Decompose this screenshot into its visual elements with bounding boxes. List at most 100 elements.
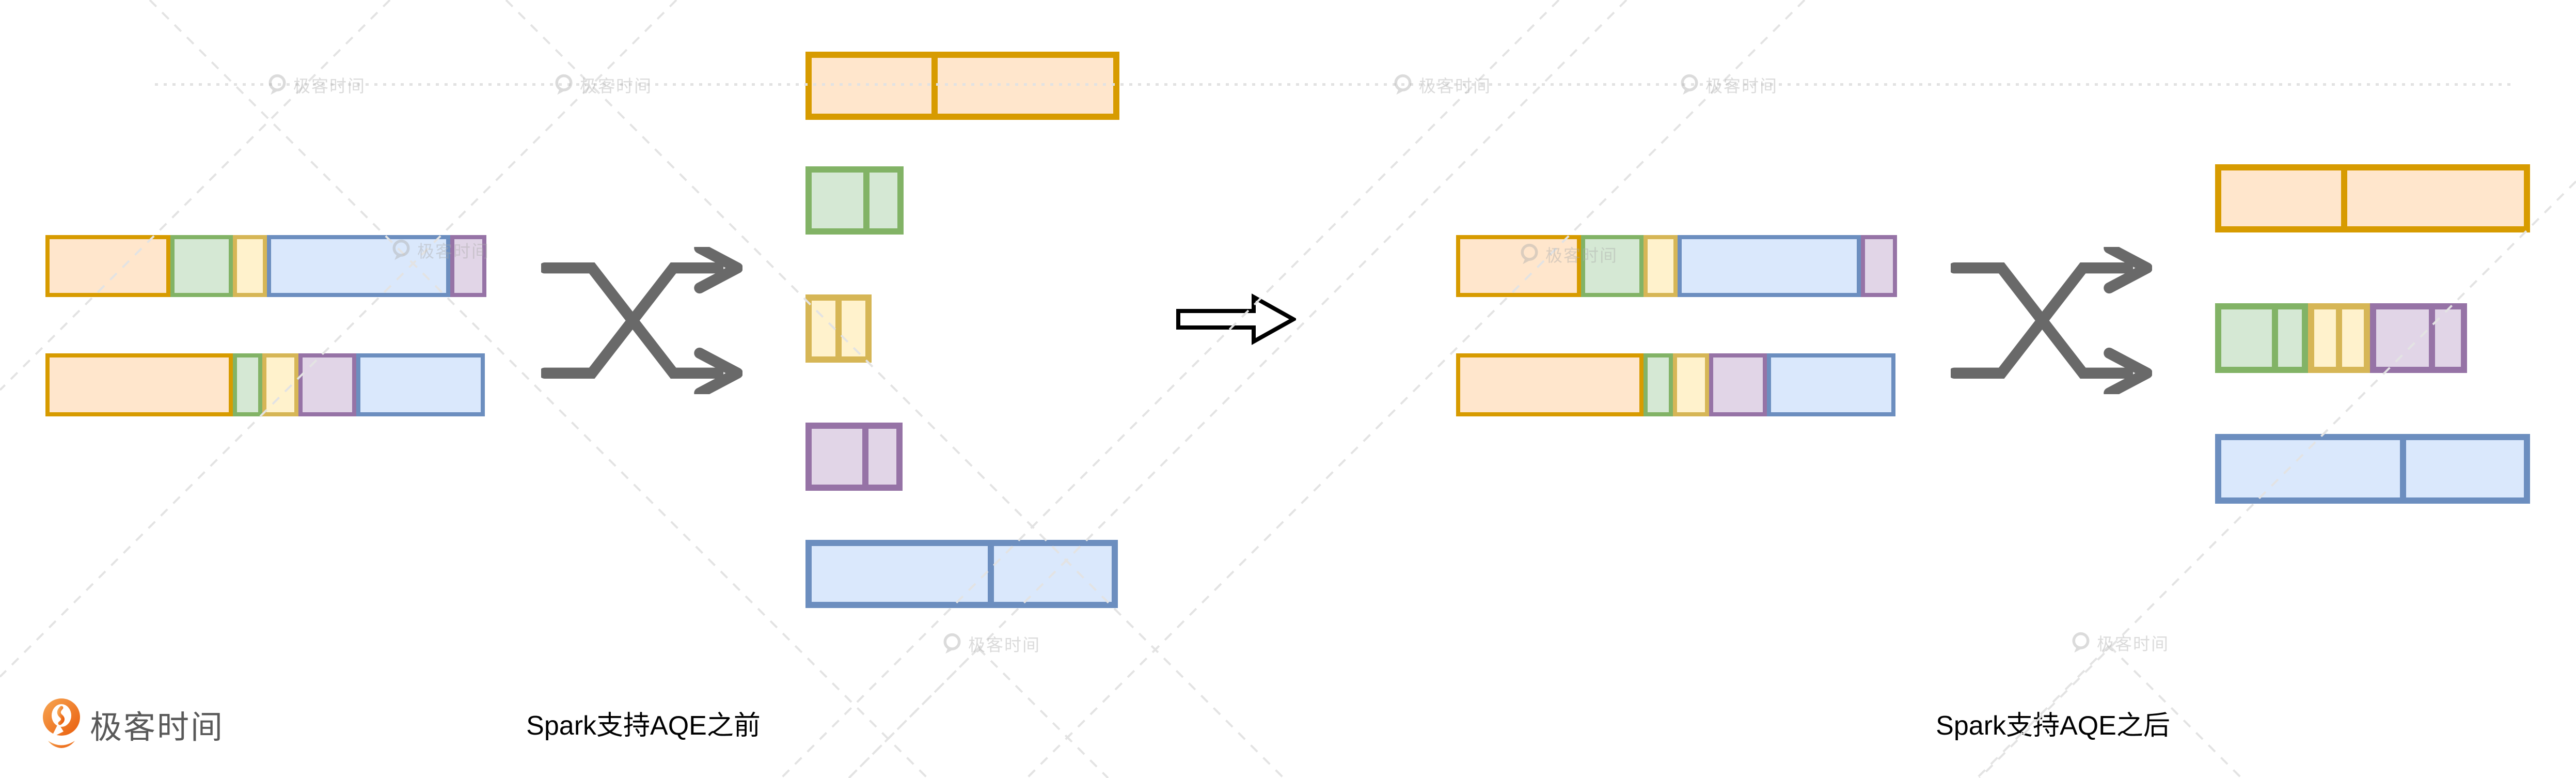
watermark-text: 极客时间	[1705, 76, 1778, 96]
watermark-diagonal	[0, 0, 391, 391]
partition-segment	[2221, 170, 2342, 226]
partition-bar-green	[233, 353, 262, 416]
watermark-mark: 极客时间	[552, 72, 652, 97]
partition-bar-blue	[267, 235, 450, 297]
partition-segment	[50, 239, 166, 293]
partition-bar-yellow	[2308, 303, 2370, 373]
partition-bar-green	[1581, 235, 1643, 297]
partition-bar-yellow	[233, 235, 267, 297]
partition-bar-purple	[2370, 303, 2467, 373]
partition-bar-yellow	[1673, 353, 1709, 416]
partition-bar-green	[805, 166, 904, 235]
partition-segment	[842, 301, 865, 356]
partition-segment	[1713, 357, 1763, 412]
partition-segment	[812, 58, 932, 114]
partition-segment	[266, 357, 294, 412]
partition-bar-orange	[45, 353, 233, 416]
partition-segment	[1865, 239, 1893, 293]
partition-bar-blue	[2215, 434, 2530, 504]
partition-segment	[271, 239, 446, 293]
partition-segment	[1682, 239, 1857, 293]
caption-after-aqe: Spark支持AQE之后	[1936, 711, 2170, 741]
partition-bar-yellow	[805, 294, 872, 363]
partition-segment	[2376, 309, 2429, 367]
partition-segment	[993, 546, 1112, 602]
caption-before-aqe: Spark支持AQE之前	[526, 711, 761, 741]
partition-bar-purple	[298, 353, 356, 416]
partition-segment	[303, 357, 352, 412]
partition-segment	[2435, 309, 2461, 367]
partition-segment	[812, 173, 864, 228]
partition-bar-purple	[1709, 353, 1767, 416]
watermark-mark: 极客时间	[266, 72, 366, 97]
partition-segment	[175, 239, 229, 293]
partition-bar-yellow	[1643, 235, 1678, 297]
partition-bar-orange	[1456, 235, 1581, 297]
watermark-diagonal	[848, 647, 979, 778]
partition-bar-orange	[2215, 164, 2530, 232]
partition-segment	[1771, 357, 1891, 412]
watermark-mark: 极客时间	[1678, 72, 1778, 97]
geektime-logo: 极客时间	[41, 696, 224, 752]
geektime-logo-text: 极客时间	[90, 710, 225, 745]
watermark-bulb-icon	[268, 74, 286, 95]
watermark-bulb-icon	[943, 633, 961, 654]
partition-segment	[2342, 309, 2364, 367]
partition-segment	[812, 429, 863, 485]
partition-bar-purple	[1861, 235, 1897, 297]
partition-bar-green	[2215, 303, 2308, 373]
geektime-logo-icon	[43, 698, 80, 748]
shuffle-icon	[541, 247, 742, 394]
watermark-text: 极客时间	[580, 76, 652, 96]
partition-segment	[2221, 440, 2400, 497]
partition-bar-purple	[450, 235, 486, 297]
partition-bar-blue	[1767, 353, 1895, 416]
watermark-text: 极客时间	[1419, 76, 1491, 96]
partition-bar-blue	[805, 540, 1118, 608]
transform-arrow-icon	[1176, 293, 1296, 345]
partition-segment	[2221, 309, 2272, 367]
watermark-mark: 极客时间	[1392, 72, 1491, 97]
watermark-mark: 极客时间	[2069, 630, 2169, 655]
watermark-bulb-icon	[555, 74, 573, 95]
partition-segment	[938, 58, 1113, 114]
partition-segment	[237, 357, 258, 412]
partition-bar-green	[1643, 353, 1673, 416]
partition-bar-blue	[356, 353, 485, 416]
watermark-bulb-icon	[1394, 74, 1412, 95]
partition-bar-orange	[1456, 353, 1643, 416]
partition-segment	[1460, 239, 1577, 293]
partition-segment	[1460, 357, 1639, 412]
partition-segment	[1585, 239, 1639, 293]
partition-segment	[1648, 357, 1669, 412]
watermark-diagonal	[977, 647, 1109, 778]
partition-bar-orange	[805, 52, 1119, 120]
partition-segment	[868, 429, 896, 485]
partition-bar-purple	[805, 423, 903, 491]
partition-segment	[2347, 170, 2524, 226]
watermark-dotted-line	[155, 83, 2515, 86]
partition-segment	[812, 301, 835, 356]
partition-segment	[2314, 309, 2336, 367]
partition-segment	[360, 357, 481, 412]
partition-bar-green	[170, 235, 233, 297]
watermark-mark: 极客时间	[941, 631, 1040, 656]
partition-segment	[812, 546, 988, 602]
partition-segment	[454, 239, 482, 293]
partition-segment	[2406, 440, 2524, 497]
partition-bar-orange	[45, 235, 170, 297]
watermark-text: 极客时间	[2097, 634, 2169, 653]
partition-segment	[50, 357, 229, 412]
partition-segment	[870, 173, 897, 228]
partition-segment	[237, 239, 263, 293]
watermark-bulb-icon	[1681, 74, 1698, 95]
partition-bar-blue	[1678, 235, 1861, 297]
shuffle-icon	[1951, 247, 2152, 394]
partition-segment	[2278, 309, 2302, 367]
partition-segment	[1677, 357, 1705, 412]
watermark-text: 极客时间	[968, 635, 1040, 655]
watermark-bulb-icon	[2072, 632, 2090, 653]
partition-bar-yellow	[262, 353, 298, 416]
partition-segment	[1648, 239, 1673, 293]
